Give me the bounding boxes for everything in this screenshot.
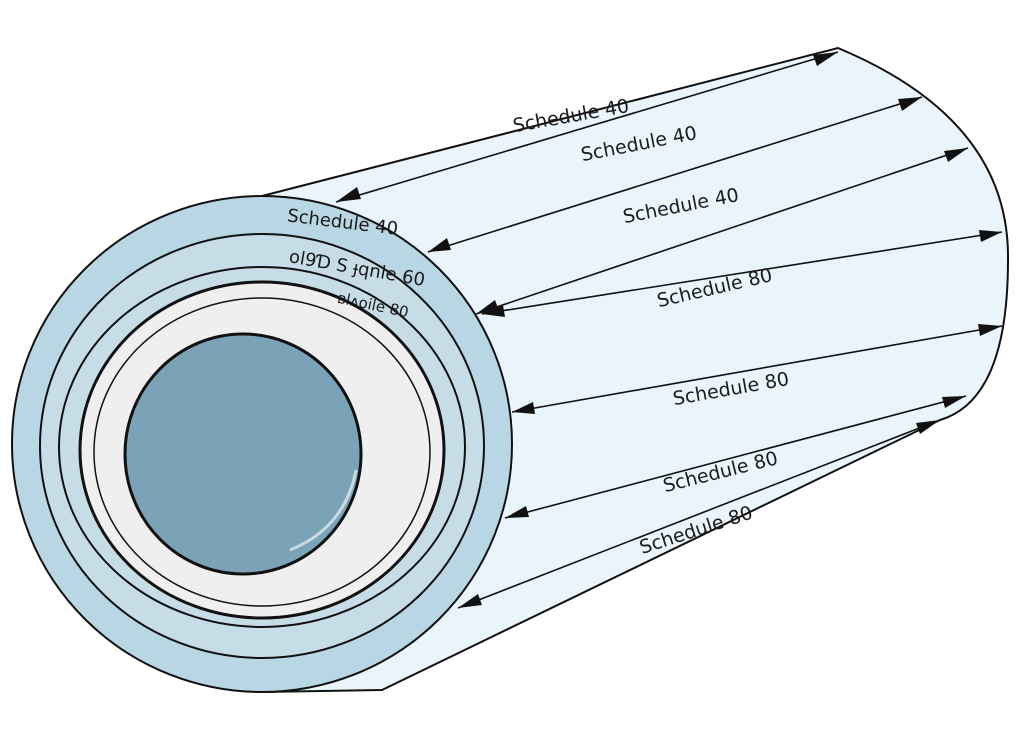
dimension-line [504,395,967,519]
arrowheads [336,52,1002,608]
liner-inner-edge [93,297,431,607]
dimension-line [335,51,839,203]
arrowhead [979,230,1002,242]
arrowhead [428,238,451,252]
arrowhead [505,506,529,518]
bore-highlight [289,469,358,552]
dimension-line [481,231,1003,315]
arrowhead [978,324,1002,336]
arrowhead [813,52,838,66]
arrowhead [942,396,966,408]
schedule-60-wall-ring [58,266,466,628]
dimension-lines [335,51,1003,609]
dimension-line [475,147,969,315]
pipe-bore [123,332,363,576]
pipe-end-face [11,195,513,693]
arrowhead [336,187,361,202]
arrowhead [944,148,968,162]
dimension-line [511,325,1003,413]
arrowhead [916,420,940,434]
arrowhead [512,402,535,414]
dimension-line [427,96,923,253]
arrowhead [458,594,482,608]
arrowhead [482,305,505,317]
dimension-line [457,419,941,609]
arrowhead [898,97,922,111]
